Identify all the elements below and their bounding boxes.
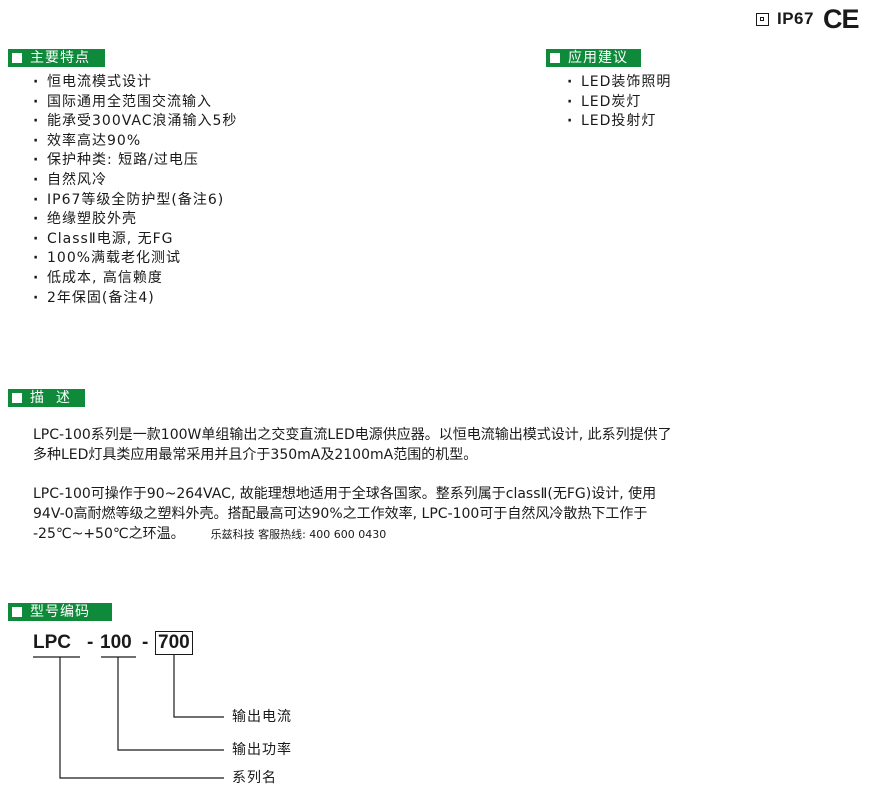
leader-current [173,655,224,718]
ce-mark-icon: CE [822,3,860,34]
features-header: 主要特点 [8,49,105,67]
square-bullet-icon [550,53,560,63]
list-item: LED投射灯 [567,112,671,132]
leader-power [117,657,224,751]
list-item: IP67等级全防护型(备注6) [33,191,237,211]
customer-hotline: 乐兹科技 客服热线: 400 600 0430 [210,528,387,541]
list-item: 国际通用全范围交流输入 [33,93,237,113]
code-dash: - [142,632,149,653]
list-item: LED炭灯 [567,93,671,113]
features-title: 主要特点 [30,50,90,66]
code-series: LPC [33,632,71,653]
features-list: 恒电流模式设计 国际通用全范围交流输入 能承受300VAC浪涌输入5秒 效率高达… [33,73,237,308]
description-paragraph-1: LPC-100系列是一款100W单组输出之交变直流LED电源供应器。以恒电流输出… [33,425,672,465]
square-bullet-icon [12,393,22,403]
model-code-header: 型号编码 [8,603,112,621]
square-bullet-icon [12,607,22,617]
list-item: 效率高达90% [33,132,237,152]
code-power: 100 [100,632,132,653]
label-power: 输出功率 [232,742,292,758]
model-code-title: 型号编码 [30,604,90,620]
certification-marks: IP67 CE [756,3,860,34]
list-item: 能承受300VAC浪涌输入5秒 [33,112,237,132]
description-line: LPC-100系列是一款100W单组输出之交变直流LED电源供应器。以恒电流输出… [33,427,672,443]
class-ii-icon [756,12,769,26]
list-item: 2年保固(备注4) [33,289,237,309]
list-item: 低成本, 高信赖度 [33,269,237,289]
list-item: 保护种类: 短路/过电压 [33,151,237,171]
list-item: 绝缘塑胶外壳 [33,210,237,230]
list-item: 自然风冷 [33,171,237,191]
description-header: 描 述 [8,389,85,407]
description-line: 多种LED灯具类应用最常采用并且介于350mA及2100mA范围的机型。 [33,447,478,463]
label-current: 输出电流 [232,709,292,725]
list-item: ClassⅡ电源, 无FG [33,230,237,250]
description-line: -25℃~+50℃之环温。 [33,526,185,542]
ip-rating: IP67 [777,9,814,28]
applications-header: 应用建议 [546,49,641,67]
list-item: 恒电流模式设计 [33,73,237,93]
label-series: 系列名 [232,770,277,786]
description-line: 94V-0高耐燃等级之塑料外壳。搭配最高可达90%之工作效率, LPC-100可… [33,506,648,522]
applications-title: 应用建议 [568,50,628,66]
code-dash: - [87,632,94,653]
square-bullet-icon [12,53,22,63]
description-paragraph-2: LPC-100可操作于90~264VAC, 故能理想地适用于全球各国家。整系列属… [33,484,656,545]
list-item: 100%满载老化测试 [33,249,237,269]
description-line: LPC-100可操作于90~264VAC, 故能理想地适用于全球各国家。整系列属… [33,486,657,502]
description-title: 描 述 [30,390,71,406]
list-item: LED装饰照明 [567,73,671,93]
applications-list: LED装饰照明 LED炭灯 LED投射灯 [567,73,671,132]
leader-series [59,657,224,779]
code-current: 700 [155,631,193,655]
